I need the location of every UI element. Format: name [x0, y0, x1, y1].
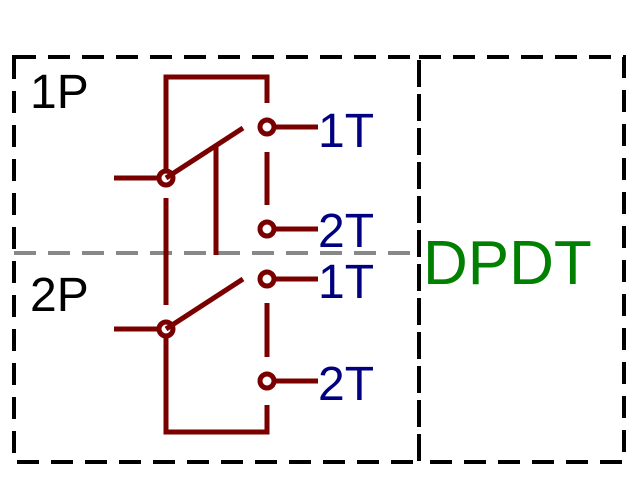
diagram-title: DPDT	[423, 229, 592, 298]
pole-2-common-contact	[156, 319, 176, 339]
pole-1-terminal-2-label: 2T	[318, 205, 374, 258]
pole-2-blade	[164, 276, 245, 332]
frame-top	[163, 74, 270, 172]
pole-2-label: 2P	[30, 269, 89, 322]
pole-1-t1-contact	[257, 117, 277, 137]
pole-1-terminal-1-label: 1T	[318, 105, 374, 158]
pole-1-common-contact	[156, 168, 176, 188]
pole-1-blade	[164, 125, 245, 181]
pole-2-t2-contact	[257, 371, 277, 391]
pole-2-terminal-2-label: 2T	[318, 358, 374, 411]
pole-1-label: 1P	[30, 66, 89, 119]
box-frames	[12, 55, 626, 464]
pole-1-t2-contact	[257, 219, 277, 239]
frame-bottom	[163, 334, 270, 435]
switch-wiring	[114, 74, 318, 435]
pole-2-t1-contact	[257, 269, 277, 289]
pole-2-terminal-1-label: 1T	[318, 256, 374, 309]
title-section-frame	[417, 55, 626, 464]
